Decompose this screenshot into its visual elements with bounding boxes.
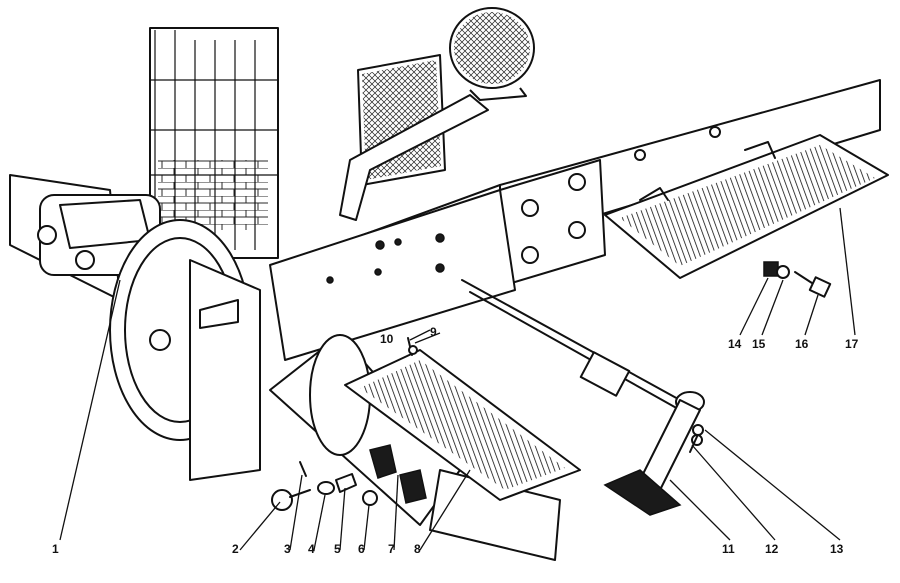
callout-16: 16	[795, 337, 809, 351]
headlamp	[449, 7, 535, 101]
callout-13: 13	[830, 542, 844, 556]
callout-14: 14	[728, 337, 742, 351]
tie-rod	[461, 279, 705, 413]
callout-4: 4	[308, 542, 315, 556]
callout-9: 9	[430, 325, 437, 339]
callout-5: 5	[334, 542, 341, 556]
mount-plate	[499, 159, 606, 286]
callout-labels: 1 2 3 4 5 6 7 8 9 10 11 12 13 14 15 16 1…	[52, 325, 859, 556]
callout-7: 7	[388, 542, 395, 556]
grille-panel	[339, 54, 489, 221]
leader-lines	[59, 207, 856, 551]
steering-arm	[603, 399, 703, 516]
callout-1: 1	[52, 542, 59, 556]
left-cylinder-assembly	[9, 174, 261, 481]
callout-6: 6	[358, 542, 365, 556]
callout-8: 8	[414, 542, 421, 556]
upper-step	[604, 134, 889, 279]
callout-10: 10	[380, 332, 394, 346]
callout-17: 17	[845, 337, 859, 351]
callout-3: 3	[284, 542, 291, 556]
lower-step	[344, 349, 581, 501]
center-cylinder	[269, 334, 561, 561]
callout-15: 15	[752, 337, 766, 351]
callout-12: 12	[765, 542, 779, 556]
callout-11: 11	[722, 542, 735, 556]
crossmember	[269, 189, 516, 361]
callout-2: 2	[232, 542, 239, 556]
